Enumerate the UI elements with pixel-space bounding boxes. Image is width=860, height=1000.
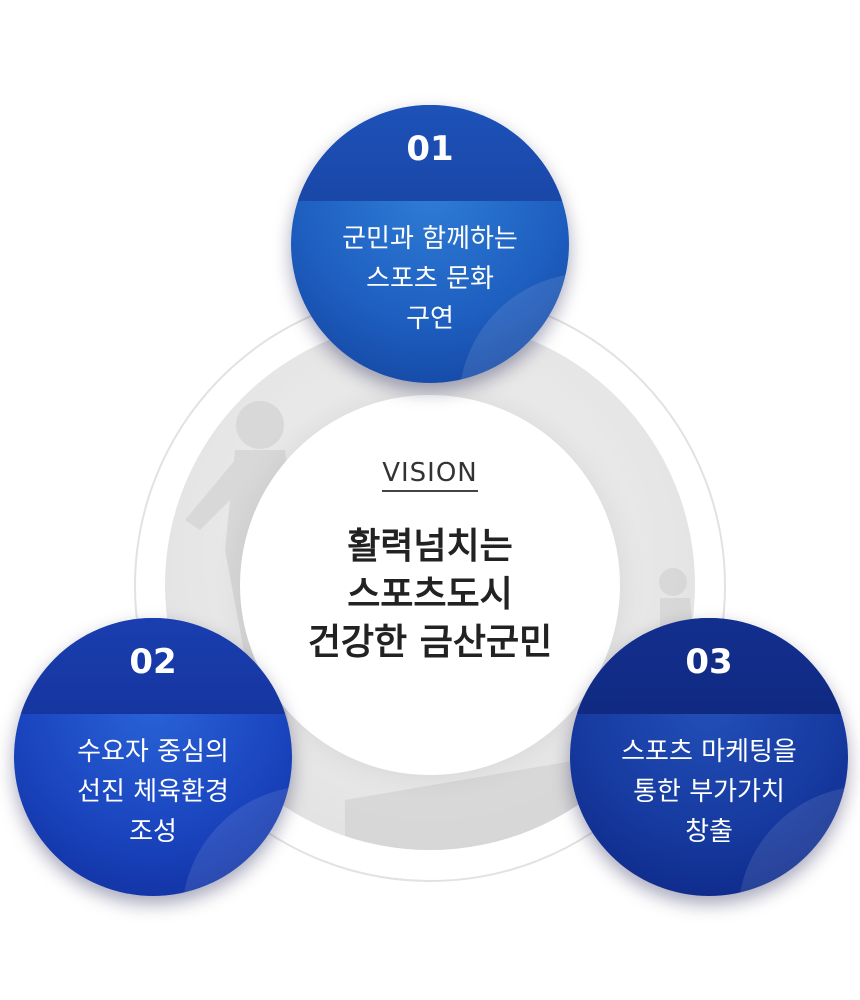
vision-statement: 활력넘치는 스포츠도시 건강한 금산군민 <box>230 523 630 667</box>
vision-line-2: 스포츠도시 <box>347 574 513 615</box>
goal-bubble-02: 02 수요자 중심의 선진 체육환경 조성 <box>14 618 292 896</box>
goal-number-cap <box>291 105 569 201</box>
goal-text-line: 수요자 중심의 <box>77 737 229 767</box>
goal-number: 02 <box>129 642 177 682</box>
goal-text-line: 조성 <box>129 817 177 847</box>
vision-line-1: 활력넘치는 <box>347 526 513 567</box>
goal-text-line: 스포츠 문화 <box>366 264 494 294</box>
goal-number-cap <box>570 618 848 714</box>
goal-number-cap <box>14 618 292 714</box>
vision-center <box>240 395 620 775</box>
goal-text-line: 군민과 함께하는 <box>342 224 518 254</box>
goal-bubble-03: 03 스포츠 마케팅을 통한 부가가치 창출 <box>570 618 848 896</box>
goal-text-line: 창출 <box>685 817 733 847</box>
goal-text: 스포츠 마케팅을 통한 부가가치 창출 <box>580 732 838 852</box>
goal-text: 수요자 중심의 선진 체육환경 조성 <box>24 732 282 852</box>
goal-text-line: 스포츠 마케팅을 <box>621 737 797 767</box>
goal-text-line: 선진 체육환경 <box>77 777 229 807</box>
vision-line-3: 건강한 금산군민 <box>307 622 553 663</box>
goal-number: 03 <box>685 642 733 682</box>
vision-label: VISION <box>0 458 860 492</box>
goal-text-line: 통한 부가가치 <box>633 777 785 807</box>
goal-number: 01 <box>406 129 454 169</box>
goal-text: 군민과 함께하는 스포츠 문화 구연 <box>301 219 559 339</box>
goal-text-line: 구연 <box>406 304 454 334</box>
goal-bubble-01: 01 군민과 함께하는 스포츠 문화 구연 <box>291 105 569 383</box>
vision-label-text: VISION <box>382 458 478 492</box>
